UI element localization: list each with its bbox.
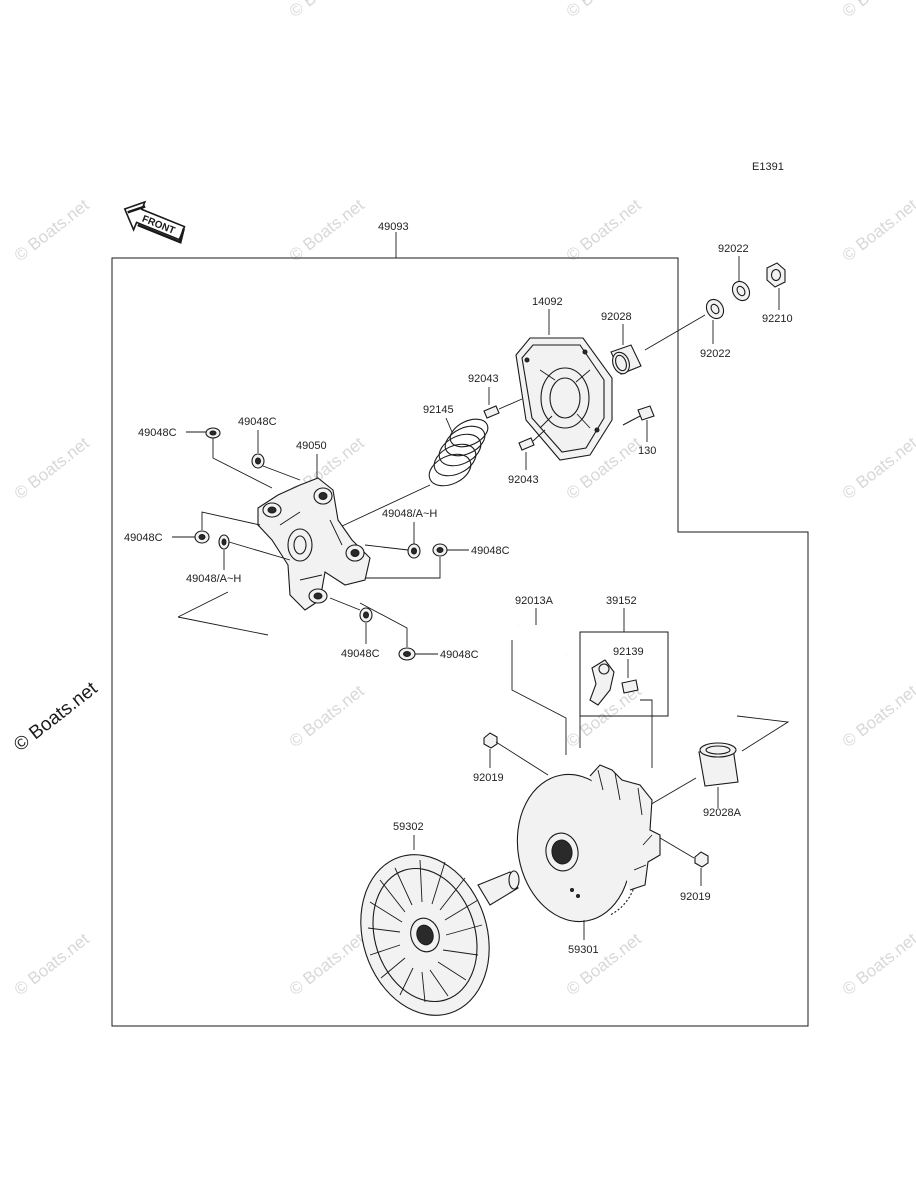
sheave-59301 bbox=[516, 764, 661, 923]
part-49050-label: 49050 bbox=[296, 440, 327, 452]
bushing-92028 bbox=[610, 344, 642, 375]
part-92145-label: 92145 bbox=[423, 404, 454, 416]
watermark: © Boats.net bbox=[839, 195, 916, 265]
bushing-92028A bbox=[698, 742, 739, 787]
nut-92210 bbox=[766, 262, 786, 288]
part-14092-label: 14092 bbox=[532, 296, 563, 308]
part-92139-label: 92139 bbox=[613, 646, 644, 658]
part-49093-label: 49093 bbox=[378, 221, 409, 233]
part-49048C-label-e: 49048C bbox=[341, 648, 380, 660]
pin-92013A bbox=[517, 625, 567, 656]
part-59301-label: 59301 bbox=[568, 944, 599, 956]
watermark: © Boats.net bbox=[286, 195, 368, 265]
part-49048C-label-d: 49048C bbox=[124, 532, 163, 544]
part-92013A-label: 92013A bbox=[515, 595, 554, 607]
watermark: © Boats.net bbox=[563, 0, 645, 21]
part-49048AH-label-b: 49048/A~H bbox=[186, 573, 241, 585]
roller-49048C-f bbox=[398, 647, 416, 661]
part-92022-label-lower: 92022 bbox=[700, 348, 731, 360]
part-92043-label-low: 92043 bbox=[508, 474, 539, 486]
watermark: © Boats.net bbox=[11, 195, 93, 265]
pin-92043-lower bbox=[518, 437, 535, 451]
kit-39152-box bbox=[579, 631, 669, 717]
watermark: © Boats.net bbox=[839, 0, 916, 21]
part-130-label: 130 bbox=[638, 445, 656, 457]
washer-92022-lower bbox=[705, 298, 725, 320]
front-arrow-icon: FRONT bbox=[123, 200, 186, 244]
watermark: © Boats.net bbox=[839, 433, 916, 503]
spider-49050 bbox=[257, 477, 371, 611]
part-92028-label: 92028 bbox=[601, 311, 632, 323]
cover-14092 bbox=[515, 337, 613, 461]
washer-92022-upper bbox=[731, 280, 751, 302]
watermark: © Boats.net bbox=[286, 929, 368, 999]
sheave-59302 bbox=[360, 854, 520, 1016]
diagram-code: E1391 bbox=[752, 161, 784, 173]
part-92022-label: 92022 bbox=[718, 243, 749, 255]
roller-49048C-d bbox=[194, 530, 210, 544]
part-49048C-label-a: 49048C bbox=[138, 427, 177, 439]
bolt-130 bbox=[622, 405, 655, 426]
watermark: © Boats.net bbox=[839, 681, 916, 751]
nut-92019-lower bbox=[694, 851, 709, 868]
assembly-frame bbox=[111, 257, 809, 1027]
part-39152-label: 39152 bbox=[606, 595, 637, 607]
watermark: © Boats.net bbox=[563, 929, 645, 999]
watermark-layer: © Boats.net © Boats.net © Boats.net © Bo… bbox=[10, 0, 916, 999]
part-92019-label-a: 92019 bbox=[473, 772, 504, 784]
part-49048C-label-b: 49048C bbox=[238, 416, 277, 428]
pin-92043-upper bbox=[483, 405, 500, 419]
watermark: © Boats.net bbox=[11, 433, 93, 503]
weight-49048-b bbox=[218, 534, 230, 550]
watermark: © Boats.net bbox=[286, 681, 368, 751]
part-49048AH-label-a: 49048/A~H bbox=[382, 508, 437, 520]
watermark: © Boats.net bbox=[563, 195, 645, 265]
watermark: © Boats.net bbox=[11, 929, 93, 999]
watermark: © Boats.net bbox=[839, 929, 916, 999]
part-92028A-label: 92028A bbox=[703, 807, 742, 819]
spring-92145 bbox=[428, 418, 489, 487]
part-92043-label-top: 92043 bbox=[468, 373, 499, 385]
part-59302-label: 59302 bbox=[393, 821, 424, 833]
roller-49048C-e bbox=[359, 607, 373, 623]
nut-92019-upper bbox=[483, 732, 498, 749]
watermark-large: © Boats.net bbox=[10, 678, 102, 756]
roller-49048C-b bbox=[251, 453, 265, 469]
roller-49048C-a bbox=[205, 427, 221, 439]
roller-49048C-c bbox=[432, 543, 448, 557]
roller-arm-92139 bbox=[589, 659, 639, 706]
weight-49048-a bbox=[407, 543, 421, 559]
part-49048C-label-c: 49048C bbox=[471, 545, 510, 557]
part-92210-label: 92210 bbox=[762, 313, 793, 325]
part-92019-label-b: 92019 bbox=[680, 891, 711, 903]
part-49048C-label-f: 49048C bbox=[440, 649, 479, 661]
watermark: © Boats.net bbox=[286, 0, 368, 21]
